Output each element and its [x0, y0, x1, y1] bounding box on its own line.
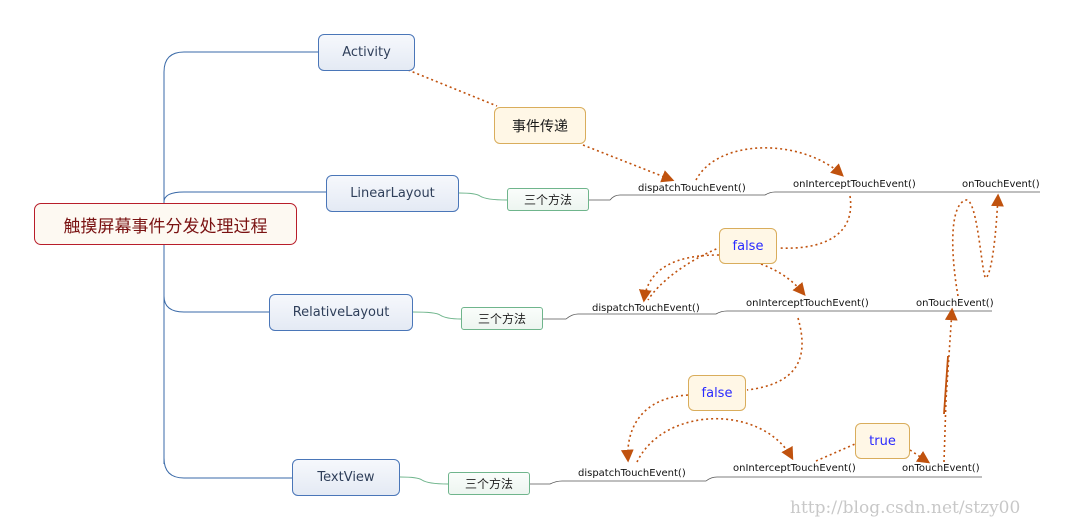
linearlayout-node: LinearLayout: [326, 175, 459, 212]
textview-intercept: onInterceptTouchEvent(): [733, 463, 856, 474]
baseline-linear: [589, 191, 1040, 201]
methods-link-linear: [458, 192, 508, 201]
flow-false-to-dispatch-2: [638, 254, 720, 303]
methods-link-textview: [399, 476, 449, 485]
false-flag-1-label: false: [732, 238, 764, 254]
root-node: 触摸屏幕事件分发处理过程: [34, 203, 297, 245]
linearlayout-dispatch: dispatchTouchEvent(): [638, 183, 746, 194]
false-flag-2-label: false: [701, 385, 733, 401]
flow-false-to-intercept-2: [760, 263, 806, 296]
flow-intercept-2-to-false-2: [746, 317, 803, 391]
linearlayout-ontouch: onTouchEvent(): [962, 179, 1040, 190]
flow-true-to-ontouch-3: [909, 449, 931, 464]
branch-relativelayout: [163, 295, 269, 313]
linearlayout-intercept: onInterceptTouchEvent(): [793, 179, 916, 190]
branch-textview: [163, 457, 292, 479]
event-transfer-label: 事件传递: [512, 118, 568, 135]
relativelayout-ontouch: onTouchEvent(): [916, 298, 994, 309]
flow-intercept-to-false-1: [778, 195, 852, 249]
branch-linearlayout: [163, 191, 326, 203]
relativelayout-intercept: onInterceptTouchEvent(): [746, 298, 869, 309]
linearlayout-methods-label: 三个方法: [523, 193, 572, 207]
linearlayout-methods-node: 三个方法: [507, 188, 589, 211]
textview-methods-label: 三个方法: [464, 477, 513, 491]
activity-label: Activity: [342, 45, 391, 60]
methods-link-relative: [412, 311, 462, 320]
relativelayout-dispatch: dispatchTouchEvent(): [592, 303, 700, 314]
textview-dispatch: dispatchTouchEvent(): [578, 468, 686, 479]
relativelayout-node: RelativeLayout: [269, 294, 413, 331]
flow-ontouch-3-to-ontouch-2: [943, 307, 958, 463]
textview-label: TextView: [317, 470, 375, 485]
textview-node: TextView: [292, 459, 400, 496]
watermark: http://blog.csdn.net/stzy00: [790, 498, 1021, 518]
baseline-textview: [530, 476, 982, 485]
baseline-relative: [543, 310, 992, 320]
relativelayout-methods-label: 三个方法: [477, 312, 526, 326]
flow-dispatch-3-to-intercept-3: [636, 417, 794, 463]
root-label: 触摸屏幕事件分发处理过程: [63, 216, 268, 237]
textview-methods-node: 三个方法: [448, 472, 530, 495]
event-transfer-node: 事件传递: [494, 107, 586, 144]
relativelayout-label: RelativeLayout: [292, 305, 390, 320]
flow-intercept-3-to-true: [815, 443, 856, 462]
flow-false-to-dispatch-2b: [647, 246, 722, 301]
flow-event-to-dispatch: [582, 144, 675, 183]
flow-activity-to-event: [407, 69, 498, 107]
flow-solid-segment: [943, 355, 949, 415]
true-flag: true: [855, 423, 910, 459]
textview-ontouch: onTouchEvent(): [902, 463, 980, 474]
false-flag-1: false: [719, 228, 777, 264]
true-flag-label: true: [869, 433, 896, 449]
branch-activity: [163, 51, 318, 73]
relativelayout-methods-node: 三个方法: [461, 307, 543, 330]
flow-dispatch-to-intercept-1: [695, 147, 844, 181]
false-flag-2: false: [688, 375, 746, 411]
flow-false-2-to-dispatch-3: [620, 394, 689, 463]
activity-node: Activity: [318, 34, 415, 71]
flow-ontouch-2-to-ontouch-1: [952, 193, 1004, 297]
linearlayout-label: LinearLayout: [350, 186, 435, 201]
